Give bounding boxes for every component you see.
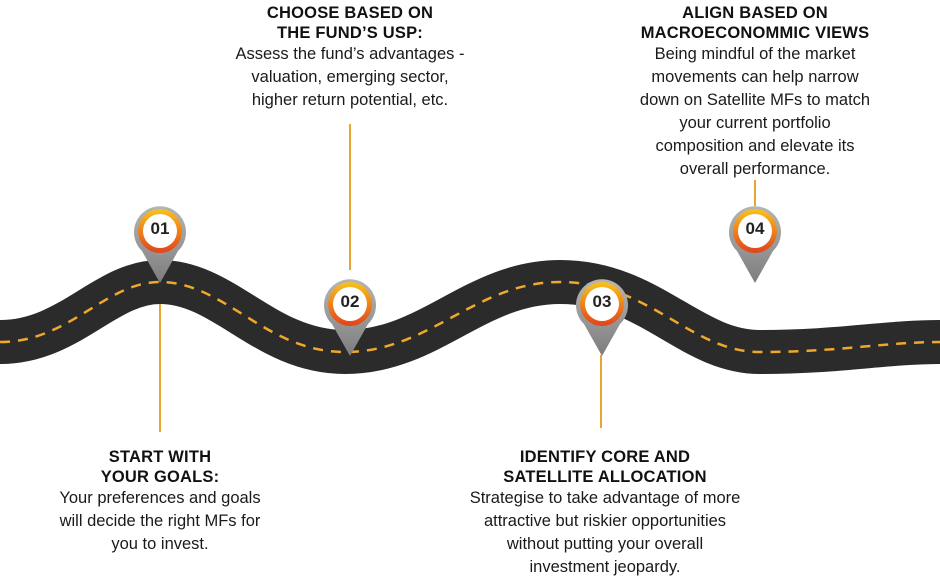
pin-number-01: 01 [132, 219, 188, 239]
step-02-desc-line1: Assess the fund’s advantages - [205, 43, 495, 66]
pin-number-03: 03 [574, 292, 630, 312]
step-04-desc-line3: down on Satellite MFs to match [600, 89, 910, 112]
step-01-title-line1: START WITH [20, 447, 300, 467]
step-01-title-line2: YOUR GOALS: [20, 467, 300, 487]
step-04-title-line2: MACROECONOMMIC VIEWS [600, 23, 910, 43]
step-03-desc-line3: without putting your overall [430, 533, 780, 556]
pin-number-02: 02 [322, 292, 378, 312]
step-03-desc-line4: investment jeopardy. [430, 556, 780, 579]
step-04-title-line1: ALIGN BASED ON [600, 3, 910, 23]
road-surface [0, 282, 940, 352]
step-02-title-line1: CHOOSE BASED ON [205, 3, 495, 23]
step-01-desc-line3: you to invest. [20, 533, 300, 556]
step-04-desc-line4: your current portfolio [600, 112, 910, 135]
step-02-title-line2: THE FUND’S USP: [205, 23, 495, 43]
step-03-text: IDENTIFY CORE AND SATELLITE ALLOCATION S… [430, 447, 780, 579]
step-04-desc-line6: overall performance. [600, 158, 910, 181]
step-04-desc-line2: movements can help narrow [600, 66, 910, 89]
step-03-desc-line2: attractive but riskier opportunities [430, 510, 780, 533]
step-01-text: START WITH YOUR GOALS: Your preferences … [20, 447, 300, 556]
step-01-desc-line2: will decide the right MFs for [20, 510, 300, 533]
pin-number-04: 04 [727, 219, 783, 239]
step-03-title-line1: IDENTIFY CORE AND [430, 447, 780, 467]
pin-marker-01: 01 [132, 205, 188, 285]
step-04-desc-line5: composition and elevate its [600, 135, 910, 158]
pin-marker-03: 03 [574, 278, 630, 358]
step-02-text: CHOOSE BASED ON THE FUND’S USP: Assess t… [205, 3, 495, 112]
step-02-desc-line2: valuation, emerging sector, [205, 66, 495, 89]
pin-marker-02: 02 [322, 278, 378, 358]
step-02-desc-line3: higher return potential, etc. [205, 89, 495, 112]
step-04-desc-line1: Being mindful of the market [600, 43, 910, 66]
step-04-text: ALIGN BASED ON MACROECONOMMIC VIEWS Bein… [600, 3, 910, 181]
pin-marker-04: 04 [727, 205, 783, 285]
step-03-desc-line1: Strategise to take advantage of more [430, 487, 780, 510]
step-03-title-line2: SATELLITE ALLOCATION [430, 467, 780, 487]
step-01-desc-line1: Your preferences and goals [20, 487, 300, 510]
